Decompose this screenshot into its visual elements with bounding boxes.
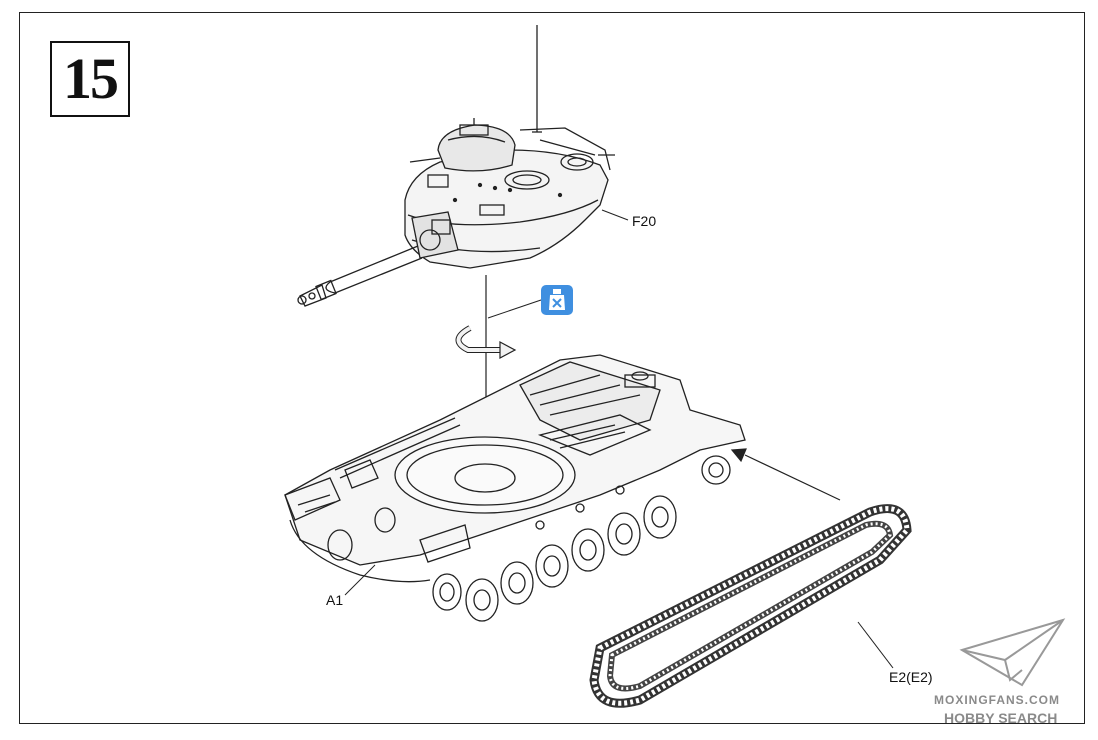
watermark-line2: HOBBY SEARCH — [944, 710, 1058, 726]
turret-drawing — [297, 25, 615, 307]
track-assembly-arrow — [730, 448, 841, 501]
hull-drawing — [284, 354, 746, 622]
leader-line-a1 — [344, 564, 376, 596]
paper-plane-logo — [959, 618, 1066, 687]
step-number-box: 15 — [50, 41, 130, 117]
part-label-tracks: E2(E2) — [889, 669, 933, 685]
leader-line-glue — [487, 299, 542, 319]
leader-line-e2 — [857, 621, 894, 669]
watermark-line1: MOXINGFANS.COM — [934, 693, 1061, 707]
part-label-hull: A1 — [326, 592, 344, 608]
page-frame — [19, 12, 1085, 724]
rotate-arrow-icon — [455, 325, 517, 359]
part-label-turret: F20 — [632, 213, 657, 229]
step-number: 15 — [63, 46, 119, 111]
cement-icon — [541, 285, 573, 315]
road-wheels — [432, 495, 677, 622]
leader-line-f20 — [601, 209, 629, 221]
track-drawing — [589, 504, 912, 708]
